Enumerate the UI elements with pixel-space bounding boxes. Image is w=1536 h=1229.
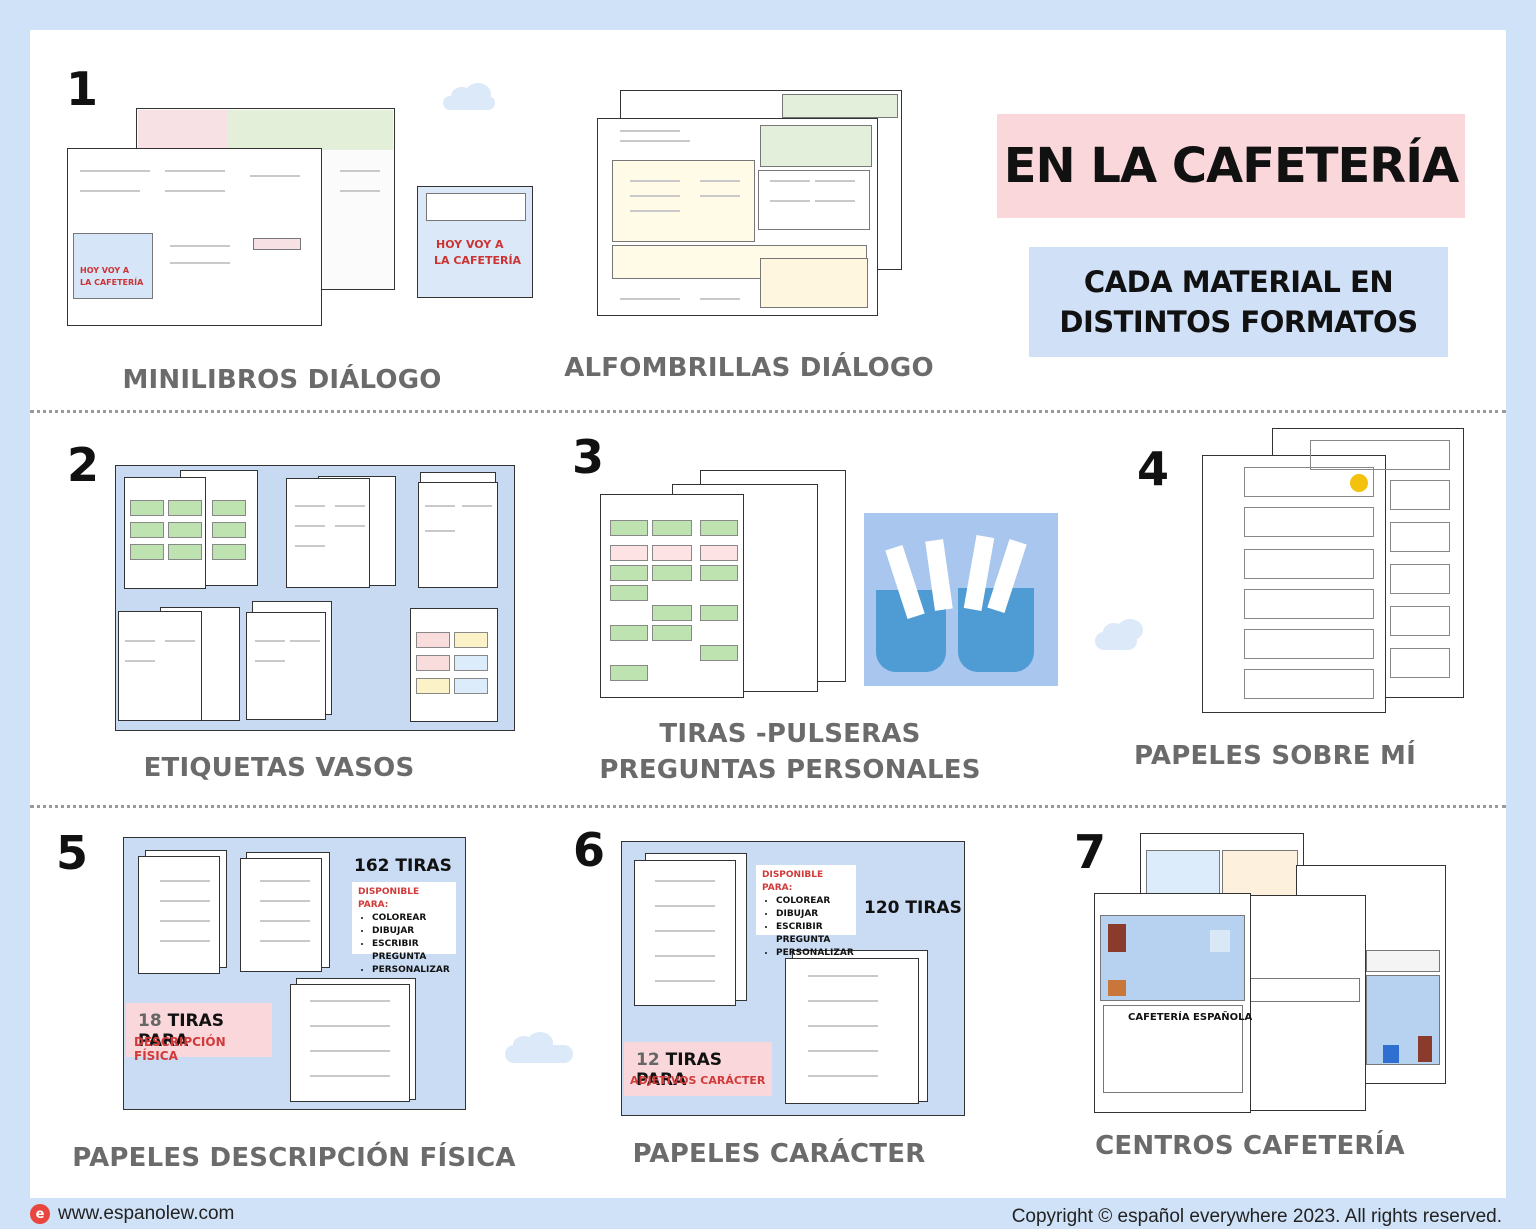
brand-logo-icon: e xyxy=(30,1204,50,1224)
cover-text-2: LA CAFETERÍA xyxy=(80,278,144,287)
page-title: EN LA CAFETERÍA xyxy=(1003,138,1460,194)
cover-title-2: LA CAFETERÍA xyxy=(434,254,522,267)
cover-text: HOY VOY A xyxy=(80,266,130,275)
center-label: CAFETERÍA ESPAÑOLA xyxy=(1128,1012,1253,1023)
subtitle-line-2: DISTINTOS FORMATOS xyxy=(1059,305,1418,339)
caption-centros: CENTROS CAFETERÍA xyxy=(1095,1131,1405,1161)
copyright-text: Copyright © español everywhere 2023. All… xyxy=(1011,1206,1502,1227)
caption-tiras-line-2: PREGUNTAS PERSONALES xyxy=(599,755,981,785)
caption-caracter: PAPELES CARÁCTER xyxy=(632,1139,926,1169)
caption-tiras-line-1: TIRAS -PULSERAS xyxy=(659,719,921,749)
caption-papeles-sobre-mi: PAPELES SOBRE MÍ xyxy=(1134,741,1416,771)
count-162: 162 TIRAS xyxy=(354,856,452,876)
footer-website: e www.espanolew.com xyxy=(30,1203,234,1225)
row-divider-2 xyxy=(30,805,1506,808)
subtitle-banner: CADA MATERIAL EN DISTINTOS FORMATOS xyxy=(1029,247,1448,357)
caption-descripcion-fisica: PAPELES DESCRIPCIÓN FÍSICA xyxy=(72,1143,516,1173)
item-number-1: 1 xyxy=(66,62,99,116)
subtitle-line-1: CADA MATERIAL EN xyxy=(1083,265,1394,299)
cloud-icon xyxy=(1095,619,1143,650)
item-number-2: 2 xyxy=(67,438,100,492)
item-number-6: 6 xyxy=(573,823,606,877)
item-number-3: 3 xyxy=(572,430,605,484)
item-number-5: 5 xyxy=(56,826,89,880)
caption-alfombrillas: ALFOMBRILLAS DIÁLOGO xyxy=(564,353,934,383)
caption-etiquetas: ETIQUETAS VASOS xyxy=(143,753,415,783)
caption-minilibros: MINILIBROS DIÁLOGO xyxy=(122,365,442,395)
highlight-box: 12 TIRAS PARA ADJETIVOS CARÁCTER xyxy=(624,1042,772,1096)
item-number-7: 7 xyxy=(1074,825,1107,879)
subtitle: CADA MATERIAL EN DISTINTOS FORMATOS xyxy=(1029,247,1448,357)
cover-title-1: HOY VOY A xyxy=(436,238,504,251)
available-list: DISPONIBLE PARA: COLOREAR DIBUJAR ESCRIB… xyxy=(756,865,856,958)
available-list: DISPONIBLE PARA: COLOREAR DIBUJAR ESCRIB… xyxy=(352,882,456,975)
caption-tiras-pulseras: TIRAS -PULSERAS PREGUNTAS PERSONALES xyxy=(590,716,990,788)
website-link[interactable]: www.espanolew.com xyxy=(58,1203,235,1224)
cloud-icon xyxy=(443,83,495,110)
item-number-4: 4 xyxy=(1137,442,1170,496)
row-divider-1 xyxy=(30,410,1506,413)
highlight-box: 18 TIRAS PARA DESCRIPCIÓN FÍSICA xyxy=(126,1003,272,1063)
count-120: 120 TIRAS xyxy=(864,898,962,918)
cloud-icon xyxy=(505,1032,573,1063)
title-banner: EN LA CAFETERÍA xyxy=(997,114,1465,218)
